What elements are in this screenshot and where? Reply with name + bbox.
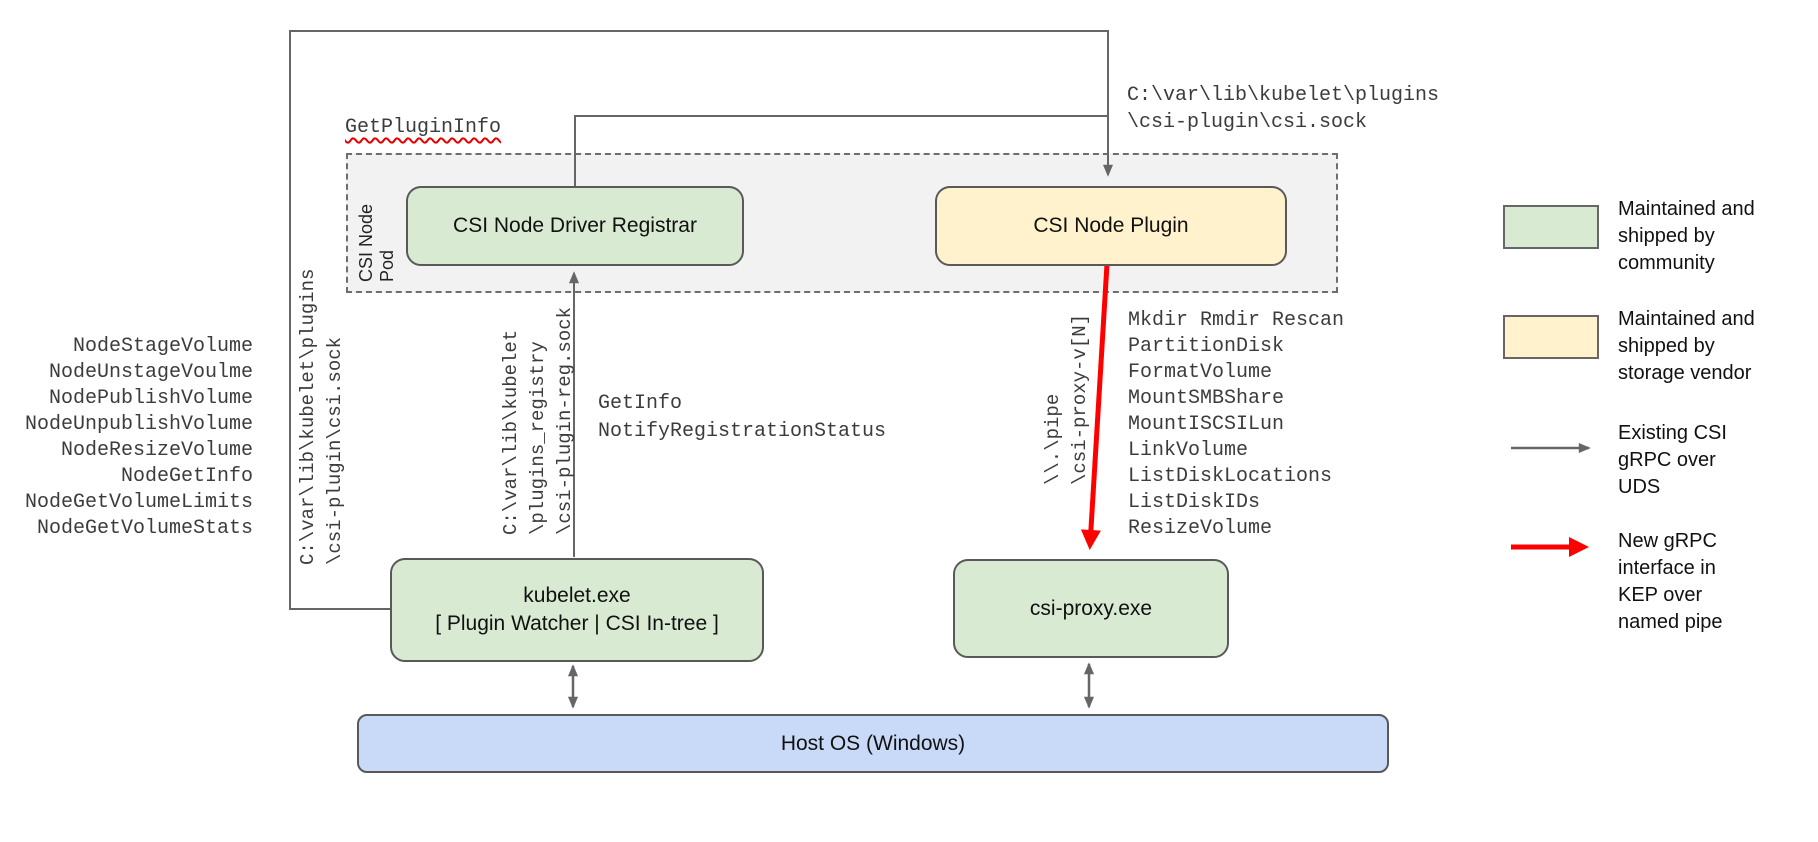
proxy-api-item: ListDiskLocations <box>1128 465 1333 488</box>
kubelet-to-plugin-uds-line <box>289 30 1114 610</box>
proxy-api-item: MountISCSILun <box>1128 413 1285 436</box>
node-api-item: NodeUnstageVoulme <box>48 361 253 384</box>
getplugininfo-label: GetPluginInfo <box>345 116 502 139</box>
node-api-item: NodeGetVolumeLimits <box>24 491 253 514</box>
csi-node-driver-registrar-box: CSI Node Driver Registrar <box>406 186 744 266</box>
legend-kep-label: New gRPC interface in KEP over named pip… <box>1618 530 1723 633</box>
kubelet-box: kubelet.exe [ Plugin Watcher | CSI In-tr… <box>390 558 764 662</box>
named-pipe-vertical-label: \\.\pipe \csi-proxy-v[N] <box>1042 313 1091 485</box>
legend-uds-label: Existing CSI gRPC over UDS <box>1618 422 1727 498</box>
node-api-item: NodeGetVolumeStats <box>36 517 253 540</box>
registrar-getplugininfo-line <box>574 115 1107 187</box>
reg-sock-vertical-label: C:\var\lib\kubelet \plugins_registry \cs… <box>500 306 576 535</box>
proxy-api-item: FormatVolume <box>1128 361 1273 384</box>
node-api-item: NodeStageVolume <box>72 335 253 358</box>
legend-community-swatch <box>1503 205 1599 249</box>
csi-proxy-box: csi-proxy.exe <box>953 559 1229 658</box>
csi-node-plugin-box: CSI Node Plugin <box>935 186 1287 266</box>
csi-node-pod-label: CSI Node Pod <box>356 203 397 282</box>
legend-community-label: Maintained and shipped by community <box>1618 198 1755 274</box>
proxy-api-item: PartitionDisk <box>1128 335 1285 358</box>
proxy-api-item: MountSMBShare <box>1128 387 1285 410</box>
plugin-to-proxy-namedpipe-arrow <box>1080 263 1110 550</box>
node-api-item: NodeResizeVolume <box>60 439 253 462</box>
registration-calls-label: GetInfo NotifyRegistrationStatus <box>598 392 887 443</box>
node-api-list: NodeStageVolume NodeUnstageVoulme NodePu… <box>20 334 253 542</box>
host-os-box: Host OS (Windows) <box>357 714 1389 773</box>
legend-vendor-label: Maintained and shipped by storage vendor <box>1618 308 1755 384</box>
node-api-item: NodeUnpublishVolume <box>24 413 253 436</box>
node-api-item: NodePublishVolume <box>48 387 253 410</box>
proxy-api-list: Mkdir Rmdir Rescan PartitionDisk FormatV… <box>1128 308 1388 542</box>
legend-vendor-swatch <box>1503 315 1599 359</box>
csi-sock-vertical-label: C:\var\lib\kubelet\plugins \csi-plugin\c… <box>297 268 346 565</box>
proxy-api-item: LinkVolume <box>1128 439 1249 462</box>
csi-sock-path-label: C:\var\lib\kubelet\plugins \csi-plugin\c… <box>1127 84 1440 134</box>
proxy-api-item: ResizeVolume <box>1128 517 1273 540</box>
proxy-api-item: ListDiskIDs <box>1128 491 1261 514</box>
node-api-item: NodeGetInfo <box>120 465 253 488</box>
proxy-api-item: Mkdir Rmdir Rescan <box>1128 309 1345 332</box>
